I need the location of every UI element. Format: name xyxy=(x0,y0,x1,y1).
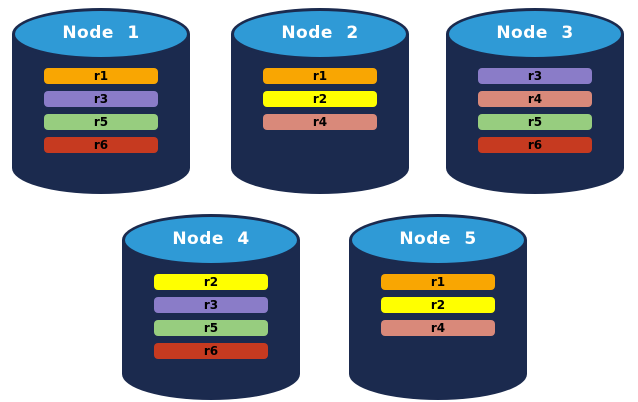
replica-bar-r4: r4 xyxy=(263,114,377,130)
cylinder-top: Node 3 xyxy=(446,8,624,60)
replica-bar-r3: r3 xyxy=(154,297,268,313)
database-node-4: Node 4 r2 r3 r5 r6 xyxy=(122,214,300,400)
replica-bar-r5: r5 xyxy=(478,114,592,130)
replica-bar-r2: r2 xyxy=(263,91,377,107)
replica-bar-r3: r3 xyxy=(478,68,592,84)
database-node-3: Node 3 r3 r4 r5 r6 xyxy=(446,8,624,194)
replica-bar-r2: r2 xyxy=(154,274,268,290)
node-label: Node 1 xyxy=(62,23,140,43)
replica-bar-r2: r2 xyxy=(381,297,495,313)
replica-bar-r3: r3 xyxy=(44,91,158,107)
replica-bar-r4: r4 xyxy=(381,320,495,336)
node-label: Node 3 xyxy=(496,23,574,43)
replica-bar-r6: r6 xyxy=(44,137,158,153)
node-label: Node 2 xyxy=(281,23,359,43)
replica-bar-r6: r6 xyxy=(154,343,268,359)
replica-bar-r6: r6 xyxy=(478,137,592,153)
database-node-1: Node 1 r1 r3 r5 r6 xyxy=(12,8,190,194)
replica-bar-r5: r5 xyxy=(44,114,158,130)
replica-list: r1 r3 r5 r6 xyxy=(12,68,190,153)
replica-bar-r4: r4 xyxy=(478,91,592,107)
replica-bar-r1: r1 xyxy=(44,68,158,84)
replica-list: r1 r2 r4 xyxy=(231,68,409,130)
replica-list: r1 r2 r4 xyxy=(349,274,527,336)
replica-list: r2 r3 r5 r6 xyxy=(122,274,300,359)
cylinder-top: Node 4 xyxy=(122,214,300,266)
node-label: Node 5 xyxy=(399,229,477,249)
replica-bar-r1: r1 xyxy=(263,68,377,84)
node-label: Node 4 xyxy=(172,229,250,249)
replica-bar-r1: r1 xyxy=(381,274,495,290)
cylinder-top: Node 5 xyxy=(349,214,527,266)
cylinder-top: Node 1 xyxy=(12,8,190,60)
replica-bar-r5: r5 xyxy=(154,320,268,336)
cylinder-top: Node 2 xyxy=(231,8,409,60)
database-node-5: Node 5 r1 r2 r4 xyxy=(349,214,527,400)
database-node-2: Node 2 r1 r2 r4 xyxy=(231,8,409,194)
replica-list: r3 r4 r5 r6 xyxy=(446,68,624,153)
